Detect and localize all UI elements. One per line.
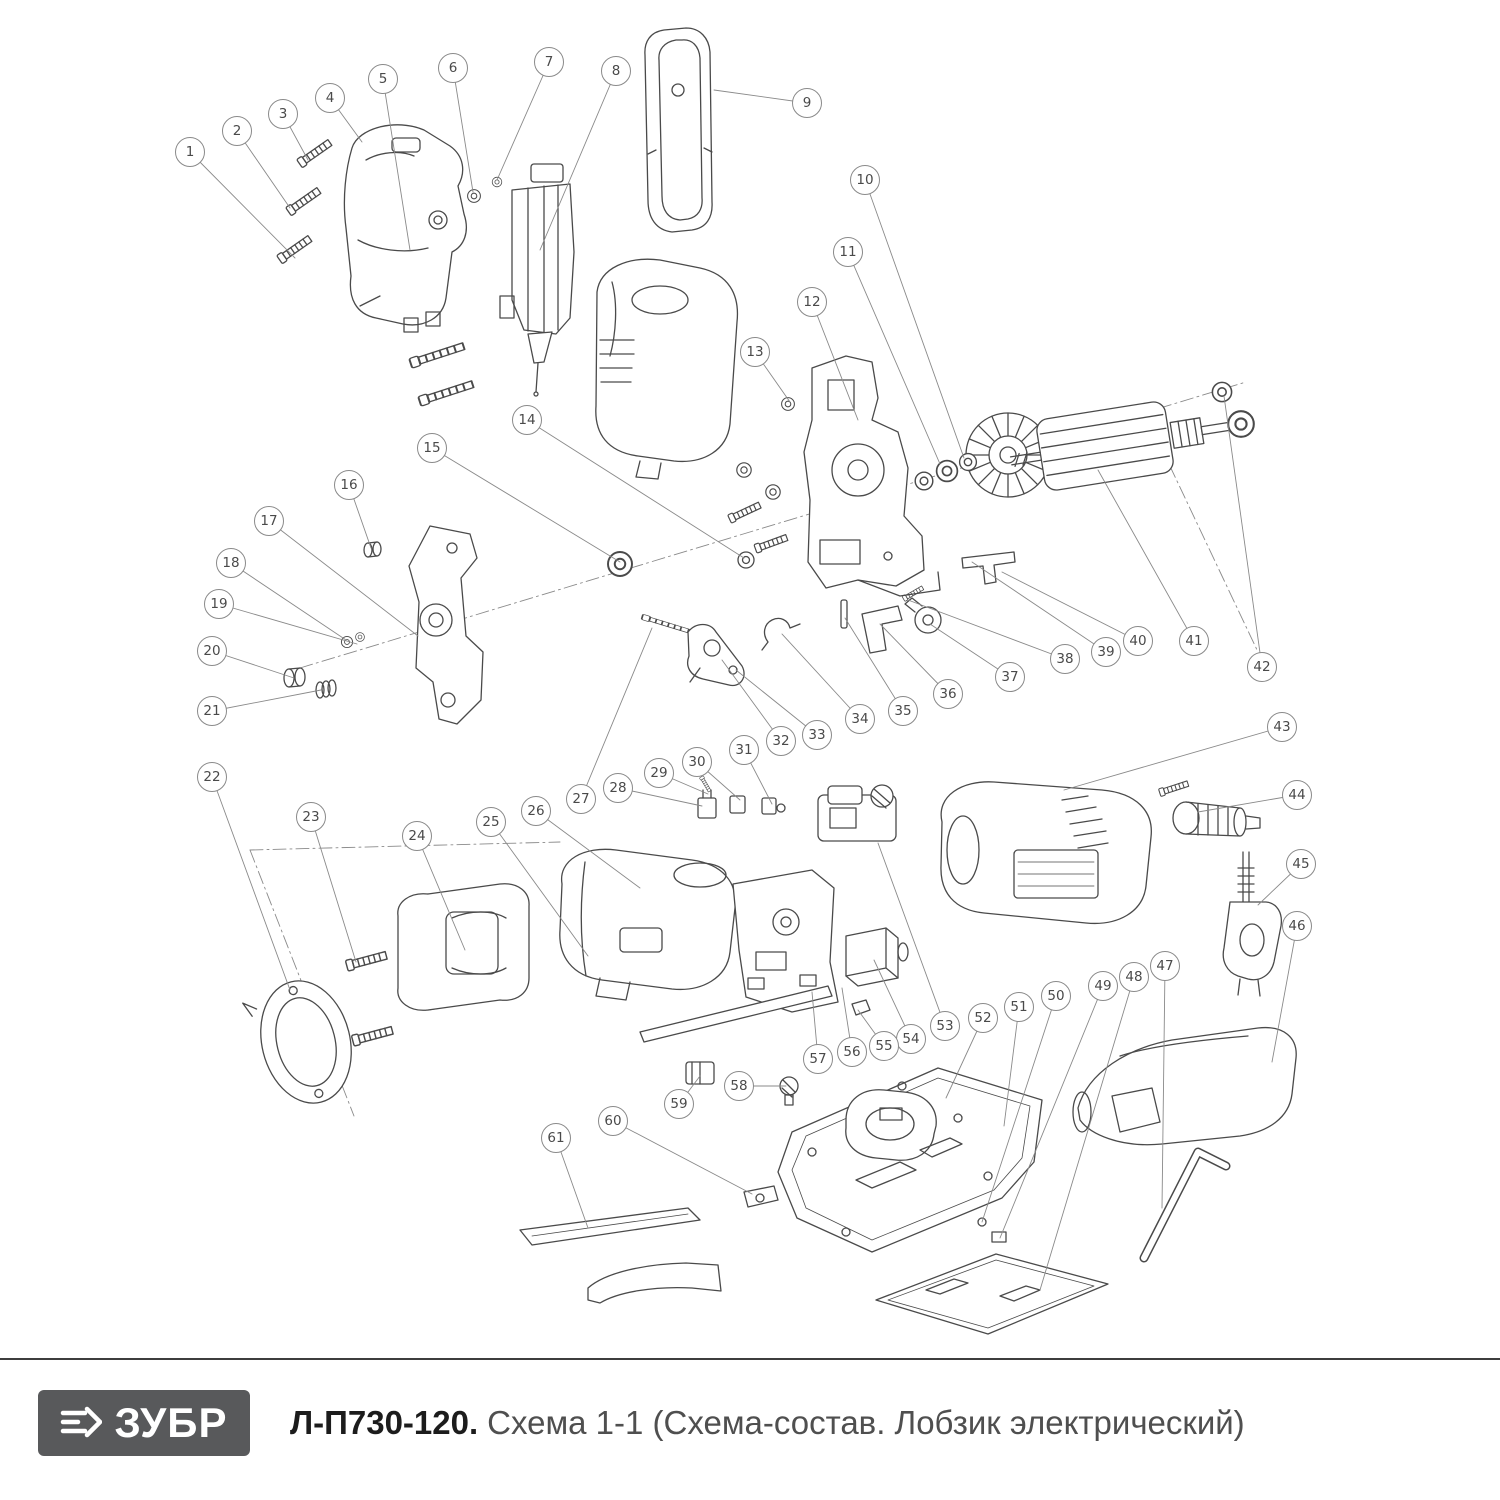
guide-roller-assembly	[840, 584, 942, 654]
part-callout-28: 28	[603, 773, 633, 803]
hex-key	[1139, 1147, 1231, 1263]
part-callout-40: 40	[1123, 626, 1153, 656]
main-housing	[559, 848, 736, 1001]
lever-assembly	[640, 613, 801, 687]
part-callout-19: 19	[204, 589, 234, 619]
blower-nozzle	[1072, 1026, 1297, 1146]
part-callout-26: 26	[521, 796, 551, 826]
handle-frame	[644, 27, 713, 233]
solenoid-assembly	[499, 163, 575, 397]
part-callout-23: 23	[296, 802, 326, 832]
part-callout-7: 7	[534, 47, 564, 77]
part-callout-27: 27	[566, 784, 596, 814]
part-callout-15: 15	[417, 433, 447, 463]
adjust-knob	[1157, 779, 1261, 837]
part-callout-8: 8	[601, 56, 631, 86]
part-callout-49: 49	[1088, 971, 1118, 1001]
part-callout-13: 13	[740, 337, 770, 367]
part-callout-58: 58	[724, 1071, 754, 1101]
part-callout-17: 17	[254, 506, 284, 536]
part-callout-37: 37	[995, 662, 1025, 692]
stator	[344, 883, 530, 1047]
base-assembly	[777, 1067, 1043, 1253]
part-callout-32: 32	[766, 726, 796, 756]
leader-lines	[189, 61, 1302, 1291]
part-callout-30: 30	[682, 747, 712, 777]
part-callout-53: 53	[930, 1011, 960, 1041]
chassis-plate	[639, 775, 871, 1043]
part-callout-4: 4	[315, 83, 345, 113]
part-callout-21: 21	[197, 696, 227, 726]
footer: ЗУБР Л-П730-120.Схема 1-1 (Схема-состав.…	[0, 1390, 1500, 1456]
part-callout-3: 3	[268, 99, 298, 129]
part-callout-16: 16	[334, 470, 364, 500]
part-callout-12: 12	[797, 287, 827, 317]
control-module	[817, 784, 897, 842]
part-callout-34: 34	[845, 704, 875, 734]
part-callout-44: 44	[1282, 780, 1312, 810]
support-bracket	[408, 525, 484, 725]
part-callout-47: 47	[1150, 951, 1180, 981]
part-callout-55: 55	[869, 1031, 899, 1061]
part-callout-39: 39	[1091, 637, 1121, 667]
part-callout-10: 10	[850, 165, 880, 195]
rear-cover	[940, 781, 1152, 925]
part-callout-31: 31	[729, 735, 759, 765]
part-callout-45: 45	[1286, 849, 1316, 879]
part-callout-1: 1	[175, 137, 205, 167]
power-plug	[1222, 851, 1283, 997]
part-callout-9: 9	[792, 88, 822, 118]
part-callout-35: 35	[888, 696, 918, 726]
footer-divider	[0, 1358, 1500, 1360]
part-callout-51: 51	[1004, 992, 1034, 1022]
saw-blade	[519, 1207, 722, 1304]
part-callout-25: 25	[476, 807, 506, 837]
part-callout-33: 33	[802, 720, 832, 750]
exploded-diagram	[189, 27, 1302, 1335]
part-callout-61: 61	[541, 1123, 571, 1153]
part-callout-29: 29	[644, 758, 674, 788]
part-callout-57: 57	[803, 1044, 833, 1074]
part-callout-52: 52	[968, 1003, 998, 1033]
zubr-logo: ЗУБР	[38, 1390, 250, 1456]
part-callout-43: 43	[1267, 712, 1297, 742]
model-number: Л-П730-120.	[290, 1404, 479, 1441]
switch-block	[845, 927, 909, 987]
part-callout-36: 36	[933, 679, 963, 709]
armature	[914, 381, 1255, 491]
part-callout-60: 60	[598, 1106, 628, 1136]
part-callout-11: 11	[833, 237, 863, 267]
part-callout-5: 5	[368, 64, 398, 94]
part-callout-50: 50	[1041, 981, 1071, 1011]
part-callout-18: 18	[216, 548, 246, 578]
small-bushings	[283, 541, 755, 699]
part-callout-38: 38	[1050, 644, 1080, 674]
part-callout-22: 22	[197, 762, 227, 792]
part-callout-2: 2	[222, 116, 252, 146]
part-callout-46: 46	[1282, 911, 1312, 941]
part-callout-56: 56	[837, 1037, 867, 1067]
clamp-ring	[242, 980, 352, 1104]
zubr-logo-icon	[61, 1406, 103, 1438]
small-parts	[685, 1061, 799, 1208]
schematic-subtitle: Схема 1-1 (Схема-состав. Лобзик электрич…	[487, 1404, 1245, 1441]
part-callout-24: 24	[402, 821, 432, 851]
part-callout-59: 59	[664, 1089, 694, 1119]
part-callout-41: 41	[1179, 626, 1209, 656]
front-cover	[595, 258, 739, 480]
gearbox-housing	[727, 355, 941, 597]
housing-left-half	[343, 124, 467, 333]
zubr-logo-text: ЗУБР	[114, 1399, 228, 1446]
schematic-title: Л-П730-120.Схема 1-1 (Схема-состав. Лобз…	[290, 1404, 1245, 1442]
part-callout-6: 6	[438, 53, 468, 83]
part-callout-20: 20	[197, 636, 227, 666]
part-callout-14: 14	[512, 405, 542, 435]
slider	[961, 551, 1016, 585]
part-callout-48: 48	[1119, 962, 1149, 992]
part-callout-42: 42	[1247, 652, 1277, 682]
sole-plate	[875, 1253, 1109, 1335]
part-callout-54: 54	[896, 1024, 926, 1054]
